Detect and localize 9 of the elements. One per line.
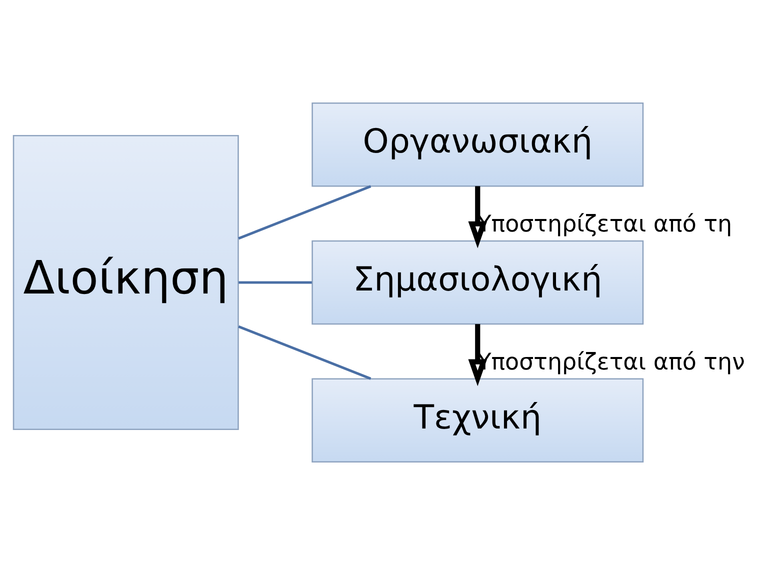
connector <box>238 184 372 240</box>
node-box: Οργανωσιακή <box>312 102 644 186</box>
arrow <box>468 186 488 248</box>
node-box: Σημασιολογική <box>312 240 644 324</box>
node-box: Τεχνική <box>312 378 644 462</box>
connector <box>238 324 372 380</box>
connector <box>238 280 312 284</box>
node-box: Διοίκηση <box>12 134 239 430</box>
arrow <box>468 324 488 386</box>
